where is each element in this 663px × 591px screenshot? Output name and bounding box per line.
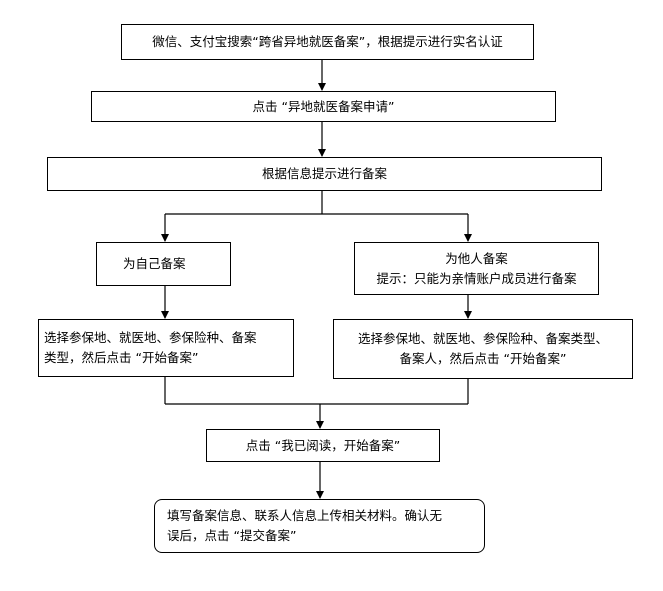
step-text: 填写备案信息、联系人信息上传相关材料。确认无: [167, 508, 443, 523]
step-text: 类型，然后点击 “开始备案”: [44, 350, 199, 365]
step-text: 为他人备案: [445, 250, 508, 266]
step-read-and-start: 点击 “我已阅读，开始备案”: [206, 429, 440, 462]
step-others-select-options: 选择参保地、就医地、参保险种、备案类型、 备案人，然后点击 “开始备案”: [333, 319, 633, 379]
step-fill-and-submit: 填写备案信息、联系人信息上传相关材料。确认无 误后，点击 “提交备案”: [154, 499, 485, 553]
step-file-for-others: 为他人备案 提示：只能为亲情账户成员进行备案: [354, 242, 599, 295]
step-click-apply: 点击 “异地就医备案申请”: [91, 91, 556, 122]
step-text: 备案人，然后点击 “开始备案”: [399, 351, 567, 366]
step-file-for-self: 为自己备案: [96, 242, 231, 286]
step-text: 根据信息提示进行备案: [261, 166, 387, 181]
step-note: 提示：只能为亲情账户成员进行备案: [376, 270, 577, 286]
step-text: 误后，点击 “提交备案”: [167, 528, 297, 543]
step-text: 点击 “异地就医备案申请”: [252, 98, 395, 114]
step-text: 选择参保地、就医地、参保险种、备案类型、: [357, 331, 608, 346]
step-search-and-verify: 微信、支付宝搜索“跨省异地就医备案”，根据提示进行实名认证: [121, 24, 534, 60]
step-text: 点击 “我已阅读，开始备案”: [245, 437, 401, 453]
step-text: 微信、支付宝搜索“跨省异地就医备案”，根据提示进行实名认证: [152, 34, 503, 49]
step-follow-prompts: 根据信息提示进行备案: [47, 157, 602, 191]
step-self-select-options: 选择参保地、就医地、参保险种、备案 类型，然后点击 “开始备案”: [38, 319, 294, 377]
step-text: 为自己备案: [123, 256, 186, 271]
step-text: 选择参保地、就医地、参保险种、备案: [44, 330, 257, 345]
